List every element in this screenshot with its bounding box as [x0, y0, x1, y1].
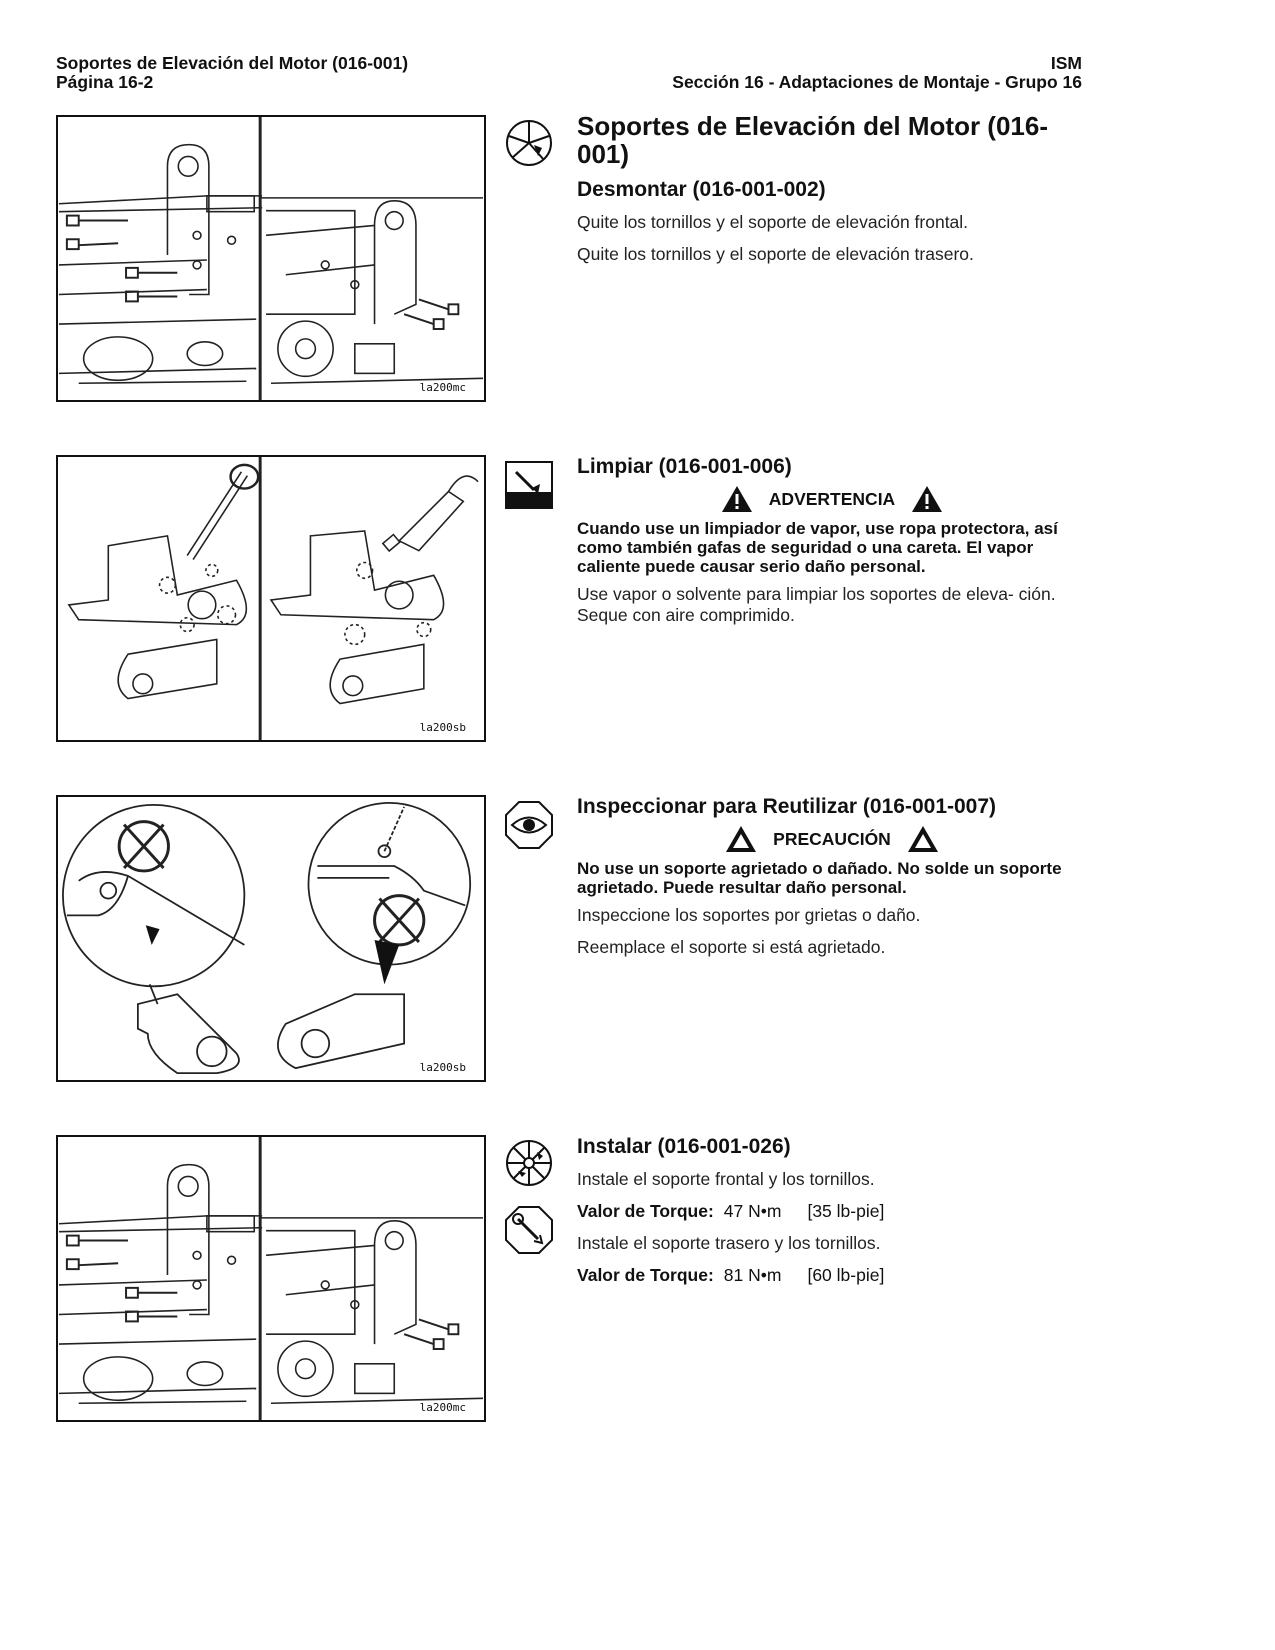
cleaning-illustration	[67, 457, 479, 740]
torque-label: Valor de Torque:	[577, 1201, 714, 1221]
torque-label: Valor de Torque:	[577, 1265, 714, 1285]
section-cleaning: Limpiar (016-001-006) ADVERTENCIA Cuando…	[577, 455, 1087, 626]
install-icon	[504, 1138, 554, 1188]
warning-text: Cuando use un limpiador de vapor, use ro…	[577, 519, 1058, 576]
removal-step-2: Quite los tornillos y el soporte de elev…	[577, 244, 974, 264]
cleaning-heading: Limpiar (016-001-006)	[577, 455, 792, 478]
torque-metric: 47 N•m	[723, 1201, 782, 1221]
warning-banner: ADVERTENCIA	[577, 485, 1087, 513]
page-header-left: Soportes de Elevación del Motor (016-001…	[56, 54, 408, 92]
figure-code: la200sb	[417, 1061, 468, 1074]
main-title: Soportes de Elevación del Motor (016-001…	[577, 111, 1048, 169]
figure-removal: la200mc	[56, 115, 486, 402]
caution-label: PRECAUCIÓN	[773, 828, 891, 849]
inspection-step-1: Inspeccione los soportes por grietas o d…	[577, 905, 921, 925]
cleaning-instruction: Use vapor o solvente para limpiar los so…	[577, 584, 1056, 625]
disassembly-icon	[504, 118, 554, 168]
figure-inspection: la200sb	[56, 795, 486, 1082]
caution-banner: PRECAUCIÓN	[577, 825, 1087, 853]
removal-illustration	[58, 117, 484, 400]
document-title: Soportes de Elevación del Motor (016-001…	[56, 53, 409, 73]
section-inspection: Inspeccionar para Reutilizar (016-001-00…	[577, 795, 1087, 958]
page-number: Página 16-2	[56, 72, 154, 92]
inspection-heading: Inspeccionar para Reutilizar (016-001-00…	[577, 795, 997, 818]
torque-imperial: [60 lb-pie]	[807, 1265, 885, 1285]
figure-code: la200mc	[417, 1401, 468, 1414]
section-installation: Instalar (016-001-026) Instale el soport…	[577, 1135, 1087, 1286]
figure-cleaning: la200sb	[56, 455, 486, 742]
warning-icon	[721, 486, 752, 512]
page-header-right: ISM Sección 16 - Adaptaciones de Montaje…	[672, 54, 1082, 92]
inspection-illustration	[62, 802, 472, 1074]
inspection-step-2: Reemplace el soporte si está agrietado.	[577, 937, 886, 957]
install-step-1: Instale el soporte frontal y los tornill…	[577, 1169, 875, 1189]
section-name: Sección 16 - Adaptaciones de Montaje - G…	[672, 72, 1082, 92]
removal-step-1: Quite los tornillos y el soporte de elev…	[577, 212, 969, 232]
clean-icon	[504, 460, 554, 510]
figure-code: la200sb	[417, 721, 468, 734]
caution-icon	[907, 826, 938, 852]
installation-heading: Instalar (016-001-026)	[577, 1135, 791, 1158]
removal-heading: Desmontar (016-001-002)	[577, 178, 826, 201]
inspect-eye-icon	[504, 800, 554, 850]
section-removal: Soportes de Elevación del Motor (016-001…	[577, 112, 1087, 265]
torque-value-2: Valor de Torque: 81 N•m [60 lb-pie]	[577, 1265, 1087, 1286]
install-step-2: Instale el soporte trasero y los tornill…	[577, 1233, 881, 1253]
torque-metric: 81 N•m	[723, 1265, 782, 1285]
torque-imperial: [35 lb-pie]	[807, 1201, 885, 1221]
caution-text: No use un soporte agrietado o dañado. No…	[577, 859, 1062, 897]
torque-wrench-icon	[504, 1205, 554, 1255]
torque-value-1: Valor de Torque: 47 N•m [35 lb-pie]	[577, 1201, 1087, 1222]
figure-installation: la200mc	[56, 1135, 486, 1422]
caution-icon	[726, 826, 757, 852]
warning-label: ADVERTENCIA	[768, 488, 896, 509]
warning-icon	[912, 486, 943, 512]
engine-model: ISM	[1050, 53, 1082, 73]
figure-code: la200mc	[417, 381, 468, 394]
installation-illustration	[58, 1137, 484, 1420]
